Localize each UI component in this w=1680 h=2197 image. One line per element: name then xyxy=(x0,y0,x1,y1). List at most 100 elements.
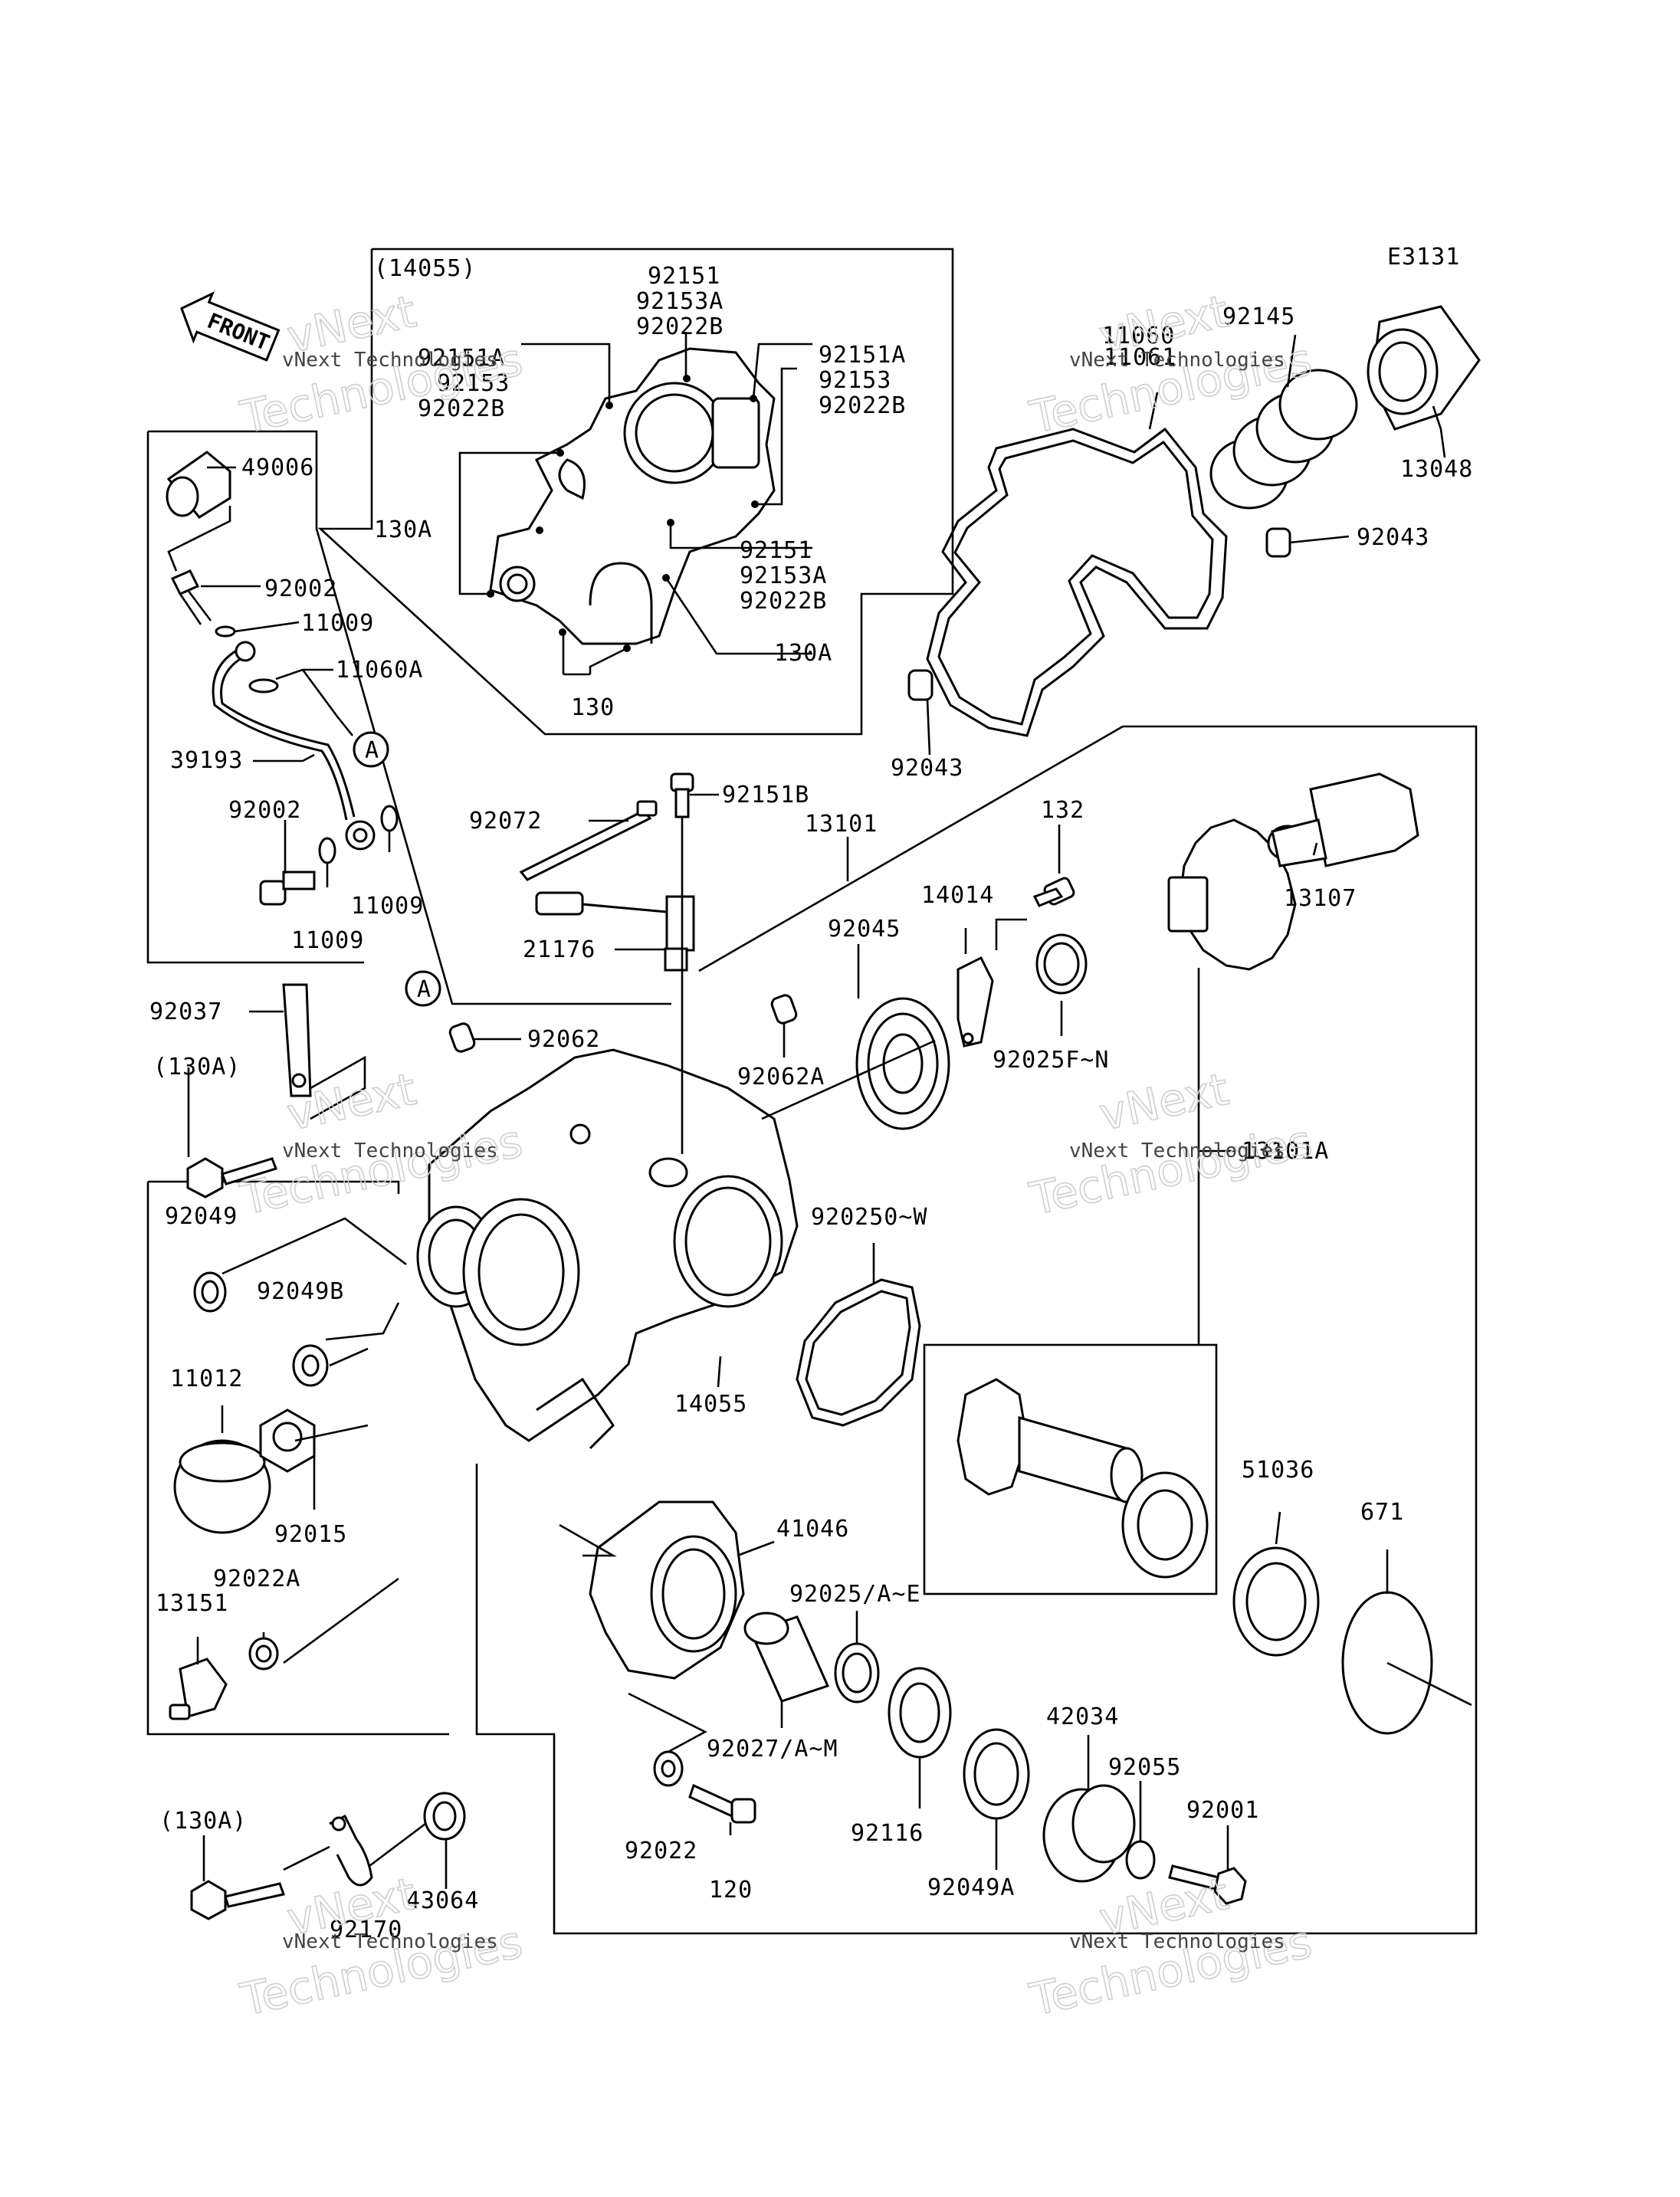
bolt-120-part xyxy=(688,1783,756,1824)
label-92043-right: 92043 xyxy=(1357,524,1429,551)
label-92151A-right: 92151A xyxy=(819,342,906,369)
dowel-92043-right-part xyxy=(1265,527,1291,558)
label-130A-left: 130A xyxy=(374,516,432,543)
label-92049B: 92049B xyxy=(257,1278,344,1305)
callout-a-lower-letter: A xyxy=(417,976,431,1003)
label-671: 671 xyxy=(1360,1499,1404,1526)
watermark-small-text: vNext Technologies xyxy=(1069,1930,1285,1953)
dowel-92062-part xyxy=(448,1022,476,1053)
watermark-small-text: vNext Technologies xyxy=(282,1930,498,1953)
label-92002-lower: 92002 xyxy=(228,797,301,824)
label-92043-left: 92043 xyxy=(891,755,963,782)
pinion-13101A-part xyxy=(956,1378,1209,1579)
label-92145: 92145 xyxy=(1222,303,1295,330)
seal-92049-part xyxy=(193,1271,227,1313)
label-14014: 14014 xyxy=(921,882,994,909)
bolt-130A-lower-part xyxy=(190,1880,285,1920)
label-13107: 13107 xyxy=(1284,885,1357,912)
watermark-mid-right: vNext Technologies vNext Technologies xyxy=(1025,1062,1317,1226)
washer-92022A-part xyxy=(248,1637,279,1671)
dowel-92043-left-part xyxy=(907,669,934,701)
label-41046: 41046 xyxy=(776,1516,849,1543)
label-13151: 13151 xyxy=(156,1590,228,1617)
callout-a-lower: A xyxy=(405,970,441,1007)
bolt-130A-upper-part xyxy=(186,1157,277,1199)
label-14055: 14055 xyxy=(674,1391,747,1418)
label-92062: 92062 xyxy=(527,1026,600,1053)
label-11060: 11060 xyxy=(1102,323,1175,349)
label-49006: 49006 xyxy=(241,454,314,481)
label-92045: 92045 xyxy=(828,916,901,943)
label-13048: 13048 xyxy=(1400,456,1473,483)
watermark-small-text: vNext Technologies xyxy=(1069,349,1285,372)
label-11012: 11012 xyxy=(170,1366,243,1392)
label-51036: 51036 xyxy=(1242,1457,1314,1484)
bearing-92116-part xyxy=(888,1667,952,1759)
bolt-132-part xyxy=(1032,877,1075,907)
label-92055: 92055 xyxy=(1108,1754,1181,1781)
washer-92022-part xyxy=(653,1750,684,1787)
bearing-92045-part xyxy=(855,997,950,1130)
cover-plate-part xyxy=(489,347,776,645)
label-92170: 92170 xyxy=(330,1917,402,1943)
seal-92049B-part xyxy=(292,1344,329,1387)
label-14055-top: (14055) xyxy=(374,255,476,282)
label-130: 130 xyxy=(571,694,615,721)
label-92153A-a: 92153A xyxy=(636,288,724,315)
watermark-bottom-right: vNext Technologies vNext Technologies xyxy=(1025,1867,1317,2027)
case-14055-part xyxy=(416,1048,799,1450)
label-92151A-left: 92151A xyxy=(418,345,505,372)
label-130A-right: 130A xyxy=(774,640,832,667)
label-92116: 92116 xyxy=(851,1820,924,1847)
bolt-92002-lower-part xyxy=(259,871,316,906)
label-11060A: 11060A xyxy=(336,657,423,684)
cap-49006-part xyxy=(166,451,231,519)
cap-11012-part xyxy=(173,1439,271,1534)
watermark-small-text: vNext Technologies xyxy=(282,1139,498,1162)
label-92025-A-E: 92025/A~E xyxy=(789,1581,921,1608)
label-132: 132 xyxy=(1041,797,1084,824)
label-92001: 92001 xyxy=(1186,1797,1259,1824)
watermark-big-text: Technologies xyxy=(1025,1115,1317,1225)
label-92002-upper: 92002 xyxy=(264,575,337,602)
label-13101A: 13101A xyxy=(1242,1138,1329,1165)
label-92022B-left: 92022B xyxy=(418,395,505,422)
label-11009-upper: 11009 xyxy=(301,610,374,637)
seal-51036-part xyxy=(1232,1546,1320,1657)
label-92025F-N: 92025F~N xyxy=(993,1047,1110,1074)
housing-41046-part xyxy=(589,1500,745,1680)
seal-92049A-part xyxy=(963,1728,1030,1820)
leader-lines xyxy=(167,332,1472,1889)
callout-a-upper-letter: A xyxy=(365,737,379,764)
callout-a-upper: A xyxy=(353,731,389,768)
gasket-920250W-part xyxy=(796,1278,921,1427)
label-92015: 92015 xyxy=(274,1521,347,1548)
label-130A-paren-lower: (130A) xyxy=(159,1808,247,1835)
washer-11009-upper-part xyxy=(215,625,236,638)
label-920250-W: 920250~W xyxy=(811,1204,928,1231)
label-92049A: 92049A xyxy=(927,1874,1015,1901)
label-92037: 92037 xyxy=(149,998,222,1025)
oring-92055-part xyxy=(1125,1840,1156,1880)
label-92022: 92022 xyxy=(625,1838,697,1864)
label-39193: 39193 xyxy=(170,747,243,774)
sleeve-13048-part xyxy=(1367,305,1481,431)
watermark-small-text: vNext Technologies xyxy=(1069,1139,1285,1162)
bolt-92151B-part xyxy=(670,772,694,818)
cover-bolt-holes xyxy=(487,375,759,652)
bolt-92002-upper-part xyxy=(170,569,212,625)
label-92062A: 92062A xyxy=(737,1064,825,1090)
nut-92015-part xyxy=(259,1408,316,1473)
label-11009-lower: 11009 xyxy=(291,927,364,954)
label-92022B-b: 92022B xyxy=(740,588,827,615)
coupling-42034-part xyxy=(1042,1784,1136,1883)
label-92153A-b: 92153A xyxy=(740,562,827,589)
label-92022A: 92022A xyxy=(213,1566,300,1592)
label-11009-right: 11009 xyxy=(351,893,424,920)
label-92022B-a: 92022B xyxy=(636,313,724,340)
wire-39193-part xyxy=(212,641,376,851)
label-11061: 11061 xyxy=(1104,344,1176,371)
clamp-11060A-part xyxy=(248,678,279,694)
label-92151-b: 92151 xyxy=(740,537,812,564)
